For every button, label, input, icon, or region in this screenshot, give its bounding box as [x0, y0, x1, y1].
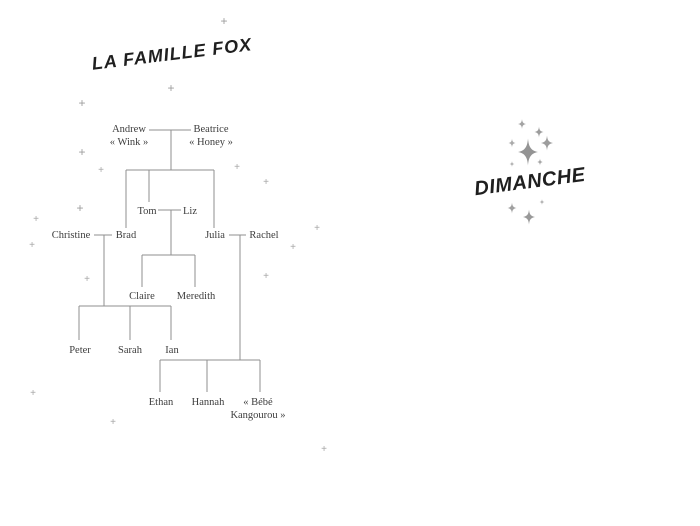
- sparkle-icon: [534, 126, 544, 138]
- person-name: Kangourou »: [230, 410, 286, 421]
- sparkle-icon: [518, 119, 526, 129]
- person-bebe-kangourou: « Bébé Kangourou »: [230, 396, 285, 422]
- plus-sparkle-icon: +: [84, 274, 90, 285]
- person-meredith: Meredith: [177, 290, 216, 303]
- person-nickname: « Honey »: [189, 137, 233, 148]
- person-beatrice: Beatrice « Honey »: [189, 123, 233, 149]
- sparkle-cluster-bottom: [507, 199, 545, 225]
- person-name: Brad: [115, 230, 137, 241]
- plus-sparkle-icon: +: [78, 145, 86, 159]
- plus-sparkle-icon: +: [290, 242, 296, 253]
- plus-sparkle-icon: +: [167, 81, 175, 95]
- person-name: Liz: [183, 206, 197, 217]
- person-andrew: Andrew « Wink »: [110, 123, 148, 149]
- person-liz: Liz: [183, 205, 197, 218]
- person-rachel: Rachel: [249, 229, 278, 242]
- person-tom: Tom: [137, 205, 156, 218]
- plus-sparkle-icon: +: [263, 177, 269, 188]
- person-peter: Peter: [69, 344, 91, 357]
- sparkle-icon: [507, 202, 517, 214]
- person-name: Rachel: [249, 230, 279, 241]
- person-hannah: Hannah: [192, 396, 225, 409]
- sparkle-icon: [508, 138, 516, 148]
- person-claire: Claire: [129, 290, 155, 303]
- person-name: Hannah: [191, 397, 225, 408]
- tree-connectors: [78, 129, 261, 392]
- plus-sparkle-icon: +: [314, 223, 320, 234]
- plus-sparkle-icon: +: [78, 96, 86, 110]
- person-name: Julia: [205, 230, 225, 241]
- plus-sparkle-icon: +: [321, 444, 327, 455]
- person-name: Andrew: [112, 124, 146, 135]
- person-name: Beatrice: [193, 124, 229, 135]
- person-name: Tom: [137, 206, 157, 217]
- plus-sparkle-icon: +: [98, 165, 104, 176]
- person-name: Ian: [165, 345, 179, 356]
- person-name: « Bébé: [243, 397, 273, 408]
- person-nickname: « Wink »: [109, 137, 149, 148]
- sparkle-icon: [509, 161, 515, 167]
- person-name: Sarah: [118, 345, 142, 356]
- person-name: Peter: [69, 345, 91, 356]
- plus-sparkle-icon: +: [234, 162, 240, 173]
- person-ian: Ian: [165, 344, 178, 357]
- sparkle-icon: [541, 135, 553, 151]
- sparkle-icon: [523, 209, 535, 225]
- sparkle-icon: [539, 199, 545, 205]
- plus-sparkle-icon: +: [30, 388, 36, 399]
- sparkle-icon: [537, 158, 543, 166]
- person-ethan: Ethan: [149, 396, 174, 409]
- plus-sparkle-icon: +: [220, 14, 228, 28]
- person-name: Ethan: [148, 397, 174, 408]
- plus-sparkle-icon: +: [76, 201, 84, 215]
- person-brad: Brad: [116, 229, 136, 242]
- person-name: Christine: [51, 230, 91, 241]
- sparkle-cluster-top: [508, 119, 553, 167]
- person-julia: Julia: [205, 229, 225, 242]
- plus-sparkle-icon: +: [110, 417, 116, 428]
- sparkle-icon: [518, 138, 538, 166]
- person-sarah: Sarah: [118, 344, 142, 357]
- plus-sparkle-icon: +: [263, 271, 269, 282]
- plus-sparkle-icon: +: [33, 214, 39, 225]
- person-name: Claire: [129, 291, 155, 302]
- plus-sparkle-icon: +: [29, 240, 35, 251]
- person-name: Meredith: [176, 291, 216, 302]
- person-christine: Christine: [52, 229, 91, 242]
